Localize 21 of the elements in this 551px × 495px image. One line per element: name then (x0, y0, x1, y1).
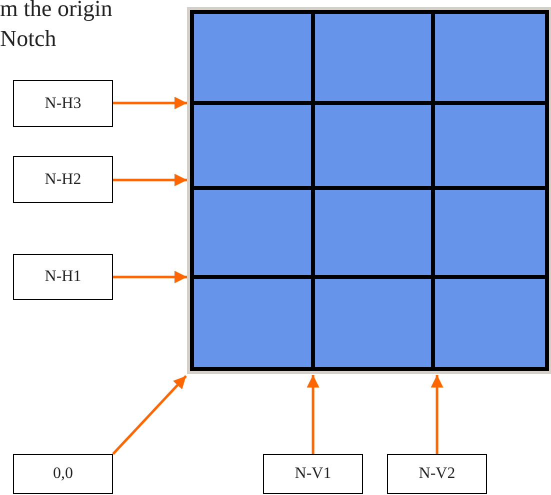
arrow (306, 375, 320, 454)
arrow (112, 375, 187, 455)
label-box (13, 454, 113, 494)
arrow (113, 96, 187, 110)
label-box (13, 80, 113, 127)
arrow (113, 174, 187, 186)
label-box (13, 254, 113, 300)
arrow (430, 375, 444, 454)
label-text: N-H3 (44, 94, 82, 112)
grid-drawing (190, 10, 549, 371)
label-text: N-H1 (44, 268, 82, 286)
note-text: Notch (0, 25, 56, 53)
note-text: m the origin (0, 0, 112, 23)
label-box (263, 454, 363, 494)
label-box (13, 156, 113, 203)
arrow (113, 270, 187, 284)
label-text: 0,0 (53, 465, 73, 483)
label-text: N-H2 (44, 170, 82, 188)
label-text: N-V1 (294, 465, 332, 483)
label-text: N-V2 (418, 465, 456, 483)
label-box (387, 454, 487, 494)
